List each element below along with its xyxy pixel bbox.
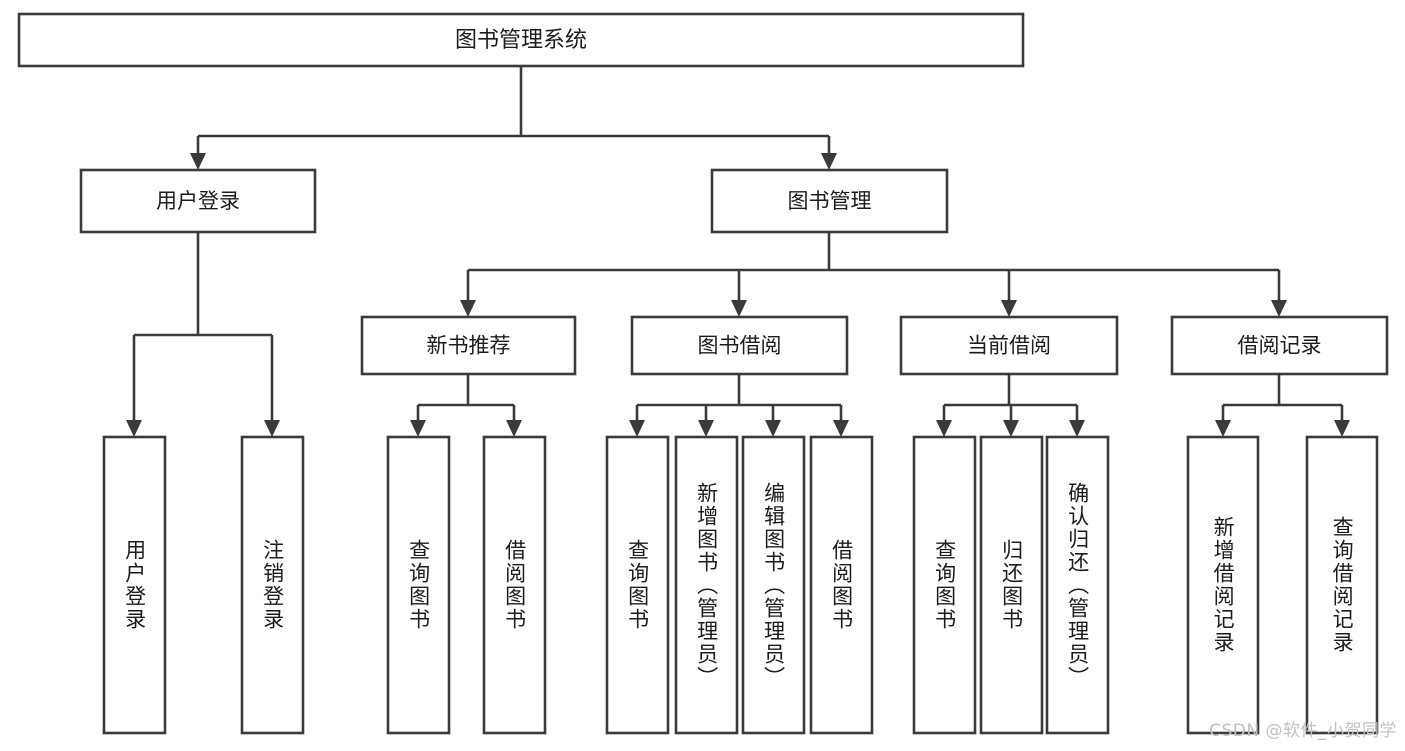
node-level3-0-rect[interactable] [360,315,577,376]
node-leaf-2[interactable] [386,435,451,735]
node-leaf-12[interactable] [1305,435,1379,735]
node-level2-0-label: 用户登录 [156,189,240,213]
node-level3-1-rect[interactable] [630,315,849,376]
node-level3-2-label: 当前借阅 [967,334,1051,358]
arrow-head-icon [190,153,206,170]
node-level3-2[interactable]: 当前借阅 [899,315,1119,376]
arrow-head-icon [833,420,849,437]
node-level3-2-rect[interactable] [899,315,1119,376]
arrow-head-icon [1003,420,1019,437]
arrow-head-icon [126,420,142,437]
arrow-head-icon [1069,420,1085,437]
node-root-rect[interactable] [17,12,1025,68]
arrow-head-icon [460,300,476,317]
node-root[interactable]: 图书管理系统 [17,12,1025,68]
node-root-label: 图书管理系统 [455,28,587,53]
arrow-head-icon [506,420,522,437]
node-level3-3-rect[interactable] [1170,315,1389,376]
csdn-watermark: CSDN @软件_小贺同学 [1209,721,1397,741]
node-level2-1-rect[interactable] [710,168,949,234]
arrow-head-icon [629,420,645,437]
arrow-head-icon [821,153,837,170]
node-leaf-3[interactable] [482,435,547,735]
arrow-head-icon [765,420,781,437]
arrow-head-icon [1001,300,1017,317]
arrow-head-icon [698,420,714,437]
connector-layer [126,66,1350,437]
arrow-head-icon [936,420,952,437]
arrow-head-icon [1271,300,1287,317]
node-leaf-1[interactable] [240,435,305,735]
arrow-head-icon [410,420,426,437]
node-level2-0[interactable]: 用户登录 [79,168,317,234]
arrow-head-icon [731,300,747,317]
arrow-head-icon [1215,420,1231,437]
node-leaf-7[interactable] [809,435,874,735]
node-leaf-10[interactable] [1045,435,1110,735]
node-level3-3[interactable]: 借阅记录 [1170,315,1389,376]
node-leaf-6[interactable] [741,435,806,735]
node-leaf-8[interactable] [912,435,977,735]
node-leaf-5[interactable] [674,435,739,735]
node-level3-1[interactable]: 图书借阅 [630,315,849,376]
arrow-head-icon [1334,420,1350,437]
node-leaf-4[interactable] [605,435,670,735]
node-leaf-9[interactable] [979,435,1044,735]
arrow-head-icon [264,420,280,437]
node-level3-0-label: 新书推荐 [427,334,511,358]
node-level3-1-label: 图书借阅 [698,334,782,358]
node-level2-1-label: 图书管理 [788,189,872,213]
node-level3-3-label: 借阅记录 [1238,334,1322,358]
node-level2-1[interactable]: 图书管理 [710,168,949,234]
node-leaf-0[interactable] [102,435,167,735]
node-level3-0[interactable]: 新书推荐 [360,315,577,376]
node-level2-0-rect[interactable] [79,168,317,234]
node-leaf-11[interactable] [1186,435,1260,735]
